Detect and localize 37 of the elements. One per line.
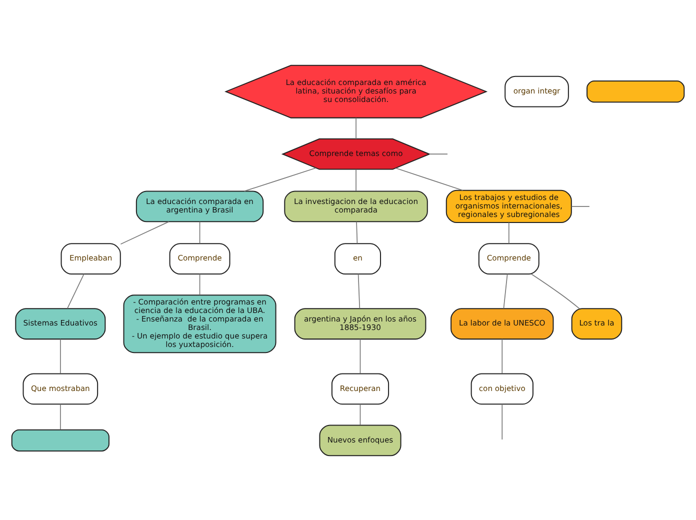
connector (502, 338, 503, 374)
node-box: La labor de la UNESCO (450, 308, 554, 340)
connector (395, 167, 464, 190)
node-box: Sistemas Eduativos (15, 308, 106, 340)
node-box: - Comparación entre programas en ciencia de la educación de la UBA. - Enseñanza de la comparada en Brasil. - Un ejemplo de estudio que supera los yuxtaposición. (123, 294, 276, 353)
node-box: Recuperan (331, 372, 390, 404)
node-box: Empleaban (60, 242, 121, 274)
connector (60, 403, 61, 430)
connector (66, 273, 84, 308)
node-box: La educación comparada en argentina y Brasil (136, 190, 264, 222)
node-box: Los trabajos y estudios de organismos internacionales, regionales y subregionales (446, 189, 572, 223)
connector (502, 403, 503, 440)
node-box: Que mostraban (22, 372, 98, 404)
connector (60, 338, 61, 374)
connector (360, 403, 361, 425)
connector (428, 153, 448, 154)
connector (244, 167, 316, 192)
node-box: organ integr (504, 75, 569, 107)
connector (508, 222, 510, 244)
node-box: La investigacion de la educacion comparada (284, 190, 428, 222)
node-box: Comprende (478, 242, 540, 274)
node-box (11, 428, 110, 451)
connector (120, 220, 170, 244)
node-box: con objetivo (470, 372, 534, 404)
connector (199, 273, 200, 295)
node-box: Los tra la (571, 308, 622, 340)
connector (356, 220, 358, 244)
node-box: Comprende (169, 242, 230, 274)
connector (358, 273, 360, 308)
node-box: en (334, 242, 382, 274)
node-box: argentina y Japón en los años 1885-1930 (294, 308, 426, 340)
connector (531, 273, 580, 308)
node-box (586, 80, 685, 102)
connector (360, 338, 361, 374)
node-box: Nuevos enfoques (319, 424, 402, 456)
connector (199, 220, 200, 244)
connector (503, 273, 508, 308)
